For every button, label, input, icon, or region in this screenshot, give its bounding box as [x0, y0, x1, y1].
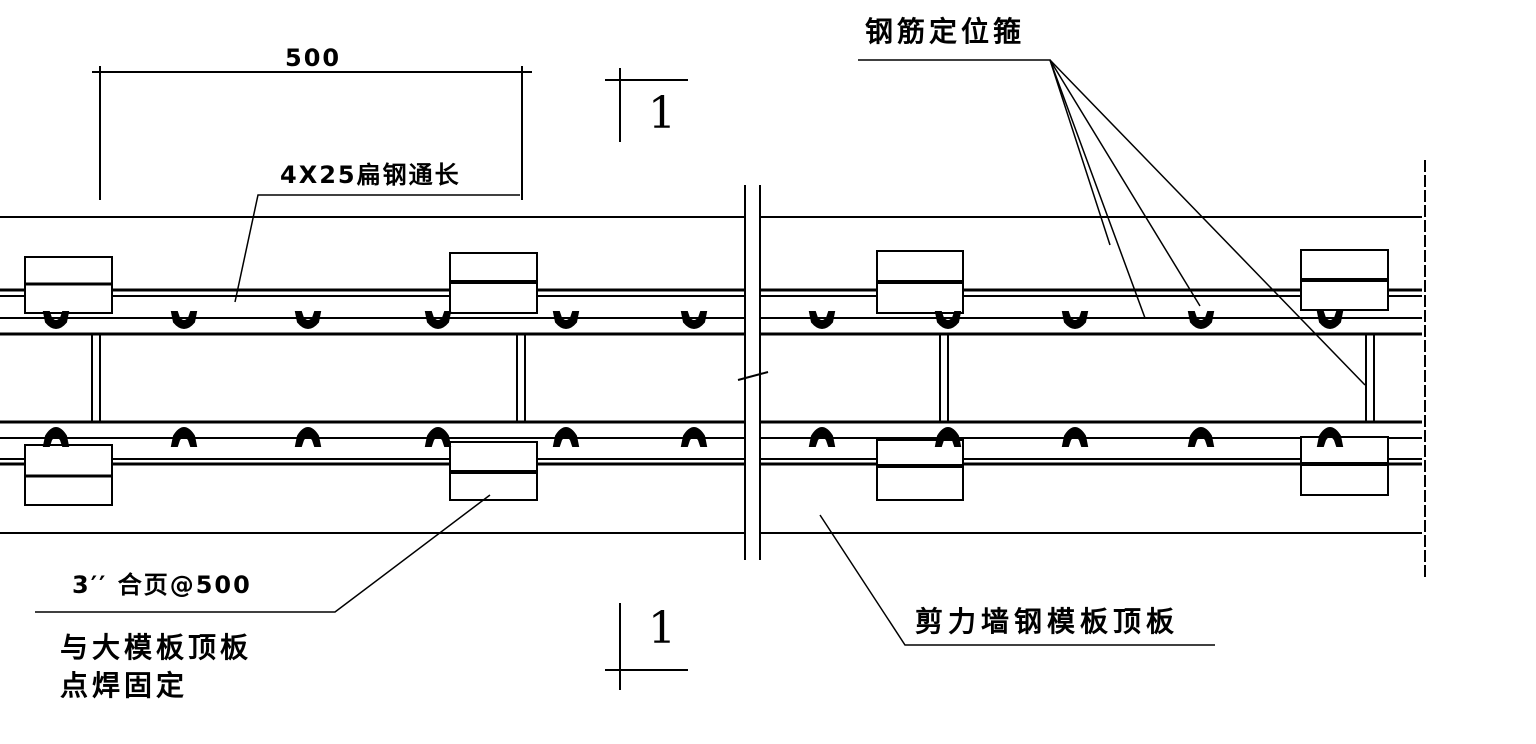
hoop-bottom: [808, 427, 836, 447]
hoop-top: [294, 311, 322, 329]
weld-note-line2: 点焊固定: [60, 669, 189, 702]
hoop-top: [1316, 311, 1344, 329]
hoop-top: [808, 311, 836, 329]
leader-lines: [35, 59, 1366, 646]
hoop-top: [42, 311, 70, 329]
section-mark-top: [605, 68, 688, 142]
hinge-bottom: [449, 441, 538, 501]
section-mark-bottom: [605, 603, 688, 690]
hoop-top: [424, 311, 452, 329]
section-label-bottom: 1: [648, 603, 678, 654]
break-line: [737, 185, 769, 560]
hinge-top: [24, 256, 113, 314]
hoop-top: [680, 311, 708, 329]
hoop-bottom: [1061, 427, 1089, 447]
weld-note-line1: 与大模板顶板: [60, 631, 253, 664]
hoop-bottom: [294, 427, 322, 447]
formwork-lines: [0, 216, 1422, 534]
hoop-top: [1061, 311, 1089, 329]
shear-wall-plate-label: 剪力墙钢模板顶板: [915, 605, 1180, 638]
flat-steel-label: 4X25扁钢通长: [280, 161, 461, 189]
hoop-top: [552, 311, 580, 329]
hoop-bottom: [1187, 427, 1215, 447]
vertical-struts: [91, 333, 1375, 423]
rebar-hoop-label: 钢筋定位箍: [865, 15, 1026, 48]
section-label-top: 1: [648, 88, 678, 139]
hoop-bottom: [424, 427, 452, 447]
hoop-bottom: [42, 427, 70, 447]
hoop-bottom: [934, 427, 962, 447]
hinges: [24, 249, 1389, 506]
hinge-top: [1300, 249, 1389, 311]
hinge-label: 3′′ 合页@500: [72, 571, 252, 599]
hoop-bottom: [170, 427, 198, 447]
hoop-top: [934, 311, 962, 329]
hoop-bottom: [552, 427, 580, 447]
hoop-bottom: [680, 427, 708, 447]
dimension-line: [92, 66, 532, 200]
hoop-bottom: [1316, 427, 1344, 447]
hinge-top: [449, 252, 538, 314]
hinge-bottom: [24, 444, 113, 506]
hinge-top: [876, 250, 964, 314]
hinge-bottom: [876, 439, 964, 501]
dimension-500: 500: [285, 44, 342, 72]
hoop-top: [170, 311, 198, 329]
hoop-top: [1187, 311, 1215, 329]
hinge-bottom: [1300, 436, 1389, 496]
rebar-hoops: [42, 311, 1344, 447]
